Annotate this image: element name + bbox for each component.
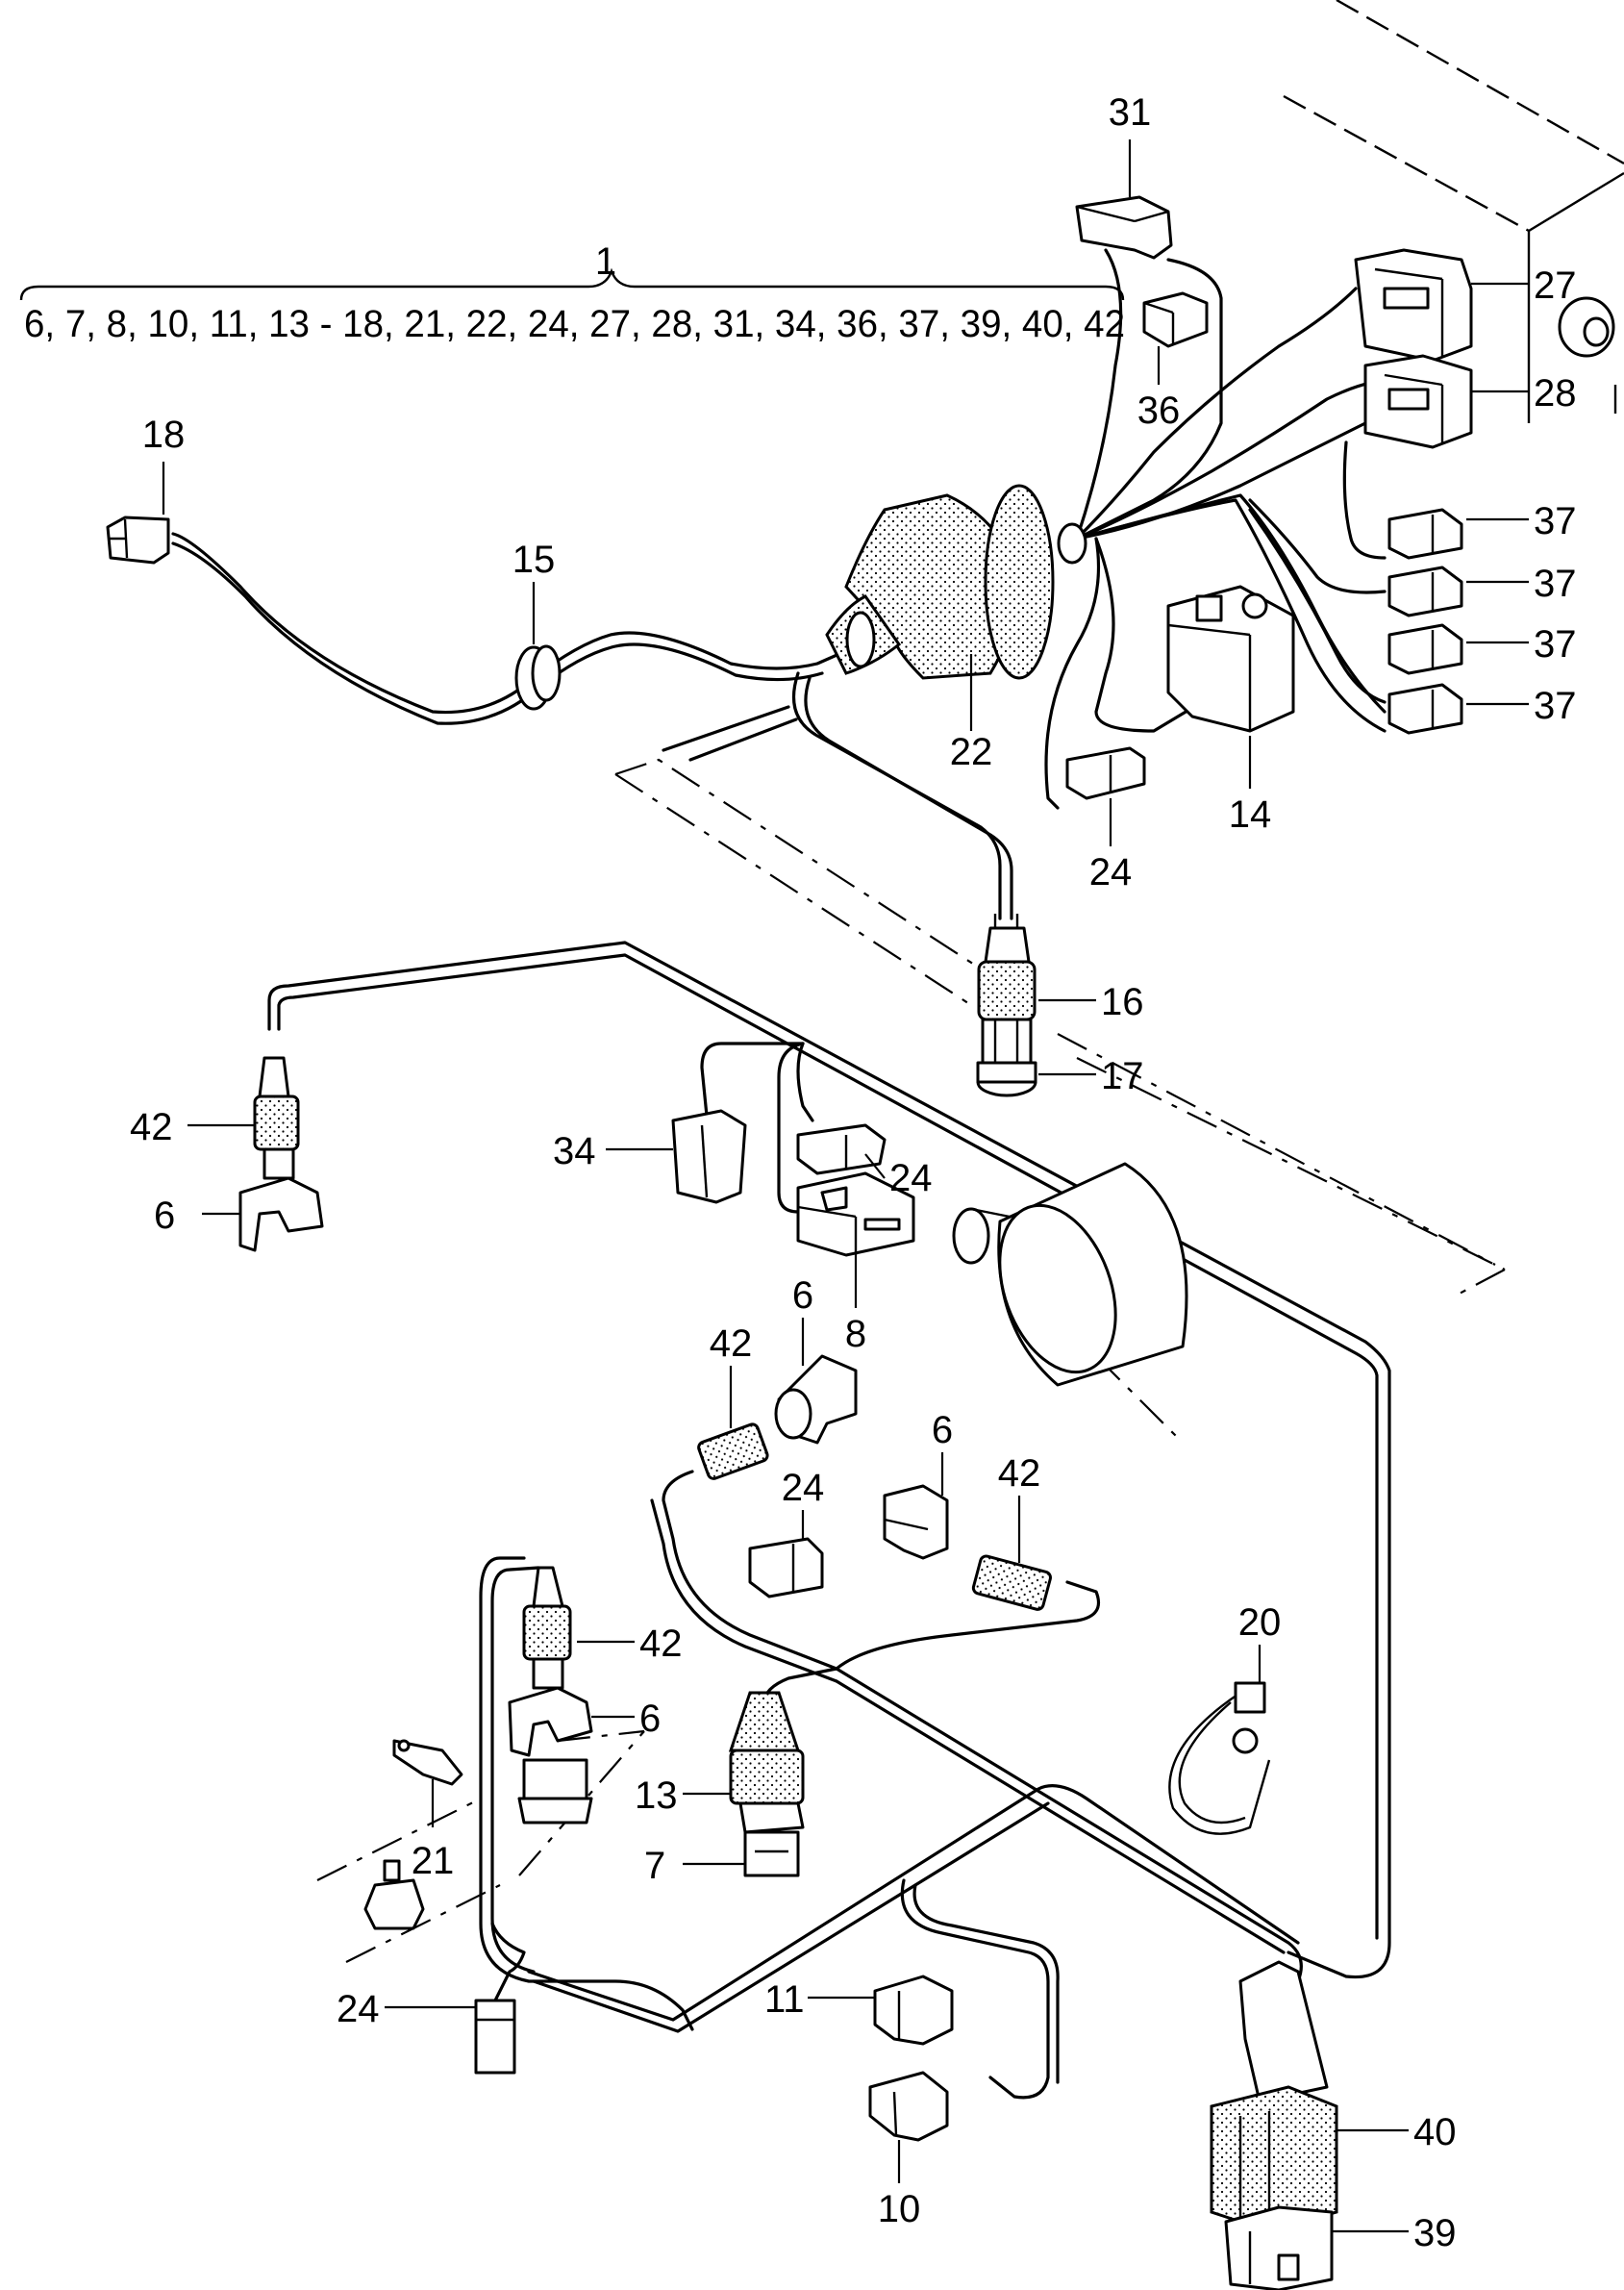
loose-cap-part	[1558, 296, 1615, 358]
callout-22: 22	[950, 731, 993, 773]
callout-13: 13	[635, 1774, 678, 1817]
part-39-connector	[1224, 2205, 1334, 2290]
callout-16: 16	[1101, 981, 1144, 1023]
part-21-nut	[363, 1859, 425, 1930]
part-40-connector	[1210, 1960, 1338, 2233]
part-31-connector	[1075, 195, 1173, 260]
part-24-connector-lower	[748, 1537, 824, 1598]
part-28-connector	[1363, 354, 1473, 449]
callout-6-upper-left: 6	[154, 1195, 175, 1237]
assembly-bracket	[19, 267, 1125, 301]
assembly-number-label: 1	[595, 240, 616, 283]
callout-21: 21	[412, 1840, 455, 1882]
callout-27: 27	[1534, 264, 1577, 307]
part-8-component	[796, 1171, 915, 1257]
part-6-sensor-middle	[774, 1354, 858, 1445]
callout-42-upper-left: 42	[130, 1106, 173, 1148]
part-34-connector	[671, 1109, 747, 1204]
part-13-connector	[728, 1691, 805, 1805]
callout-24-bottom-left: 24	[337, 1988, 380, 2030]
leader-lines	[162, 139, 1529, 2233]
part-15-grommet	[514, 644, 562, 711]
callout-17: 17	[1101, 1055, 1144, 1097]
reference-lines	[316, 758, 1506, 1963]
part-18-connector	[106, 516, 170, 565]
part-42-connector-upper-left	[253, 1056, 300, 1151]
callout-31: 31	[1109, 91, 1152, 134]
part-20-cable-clip	[1168, 1681, 1271, 1835]
part-24-connector-upper	[1065, 746, 1146, 800]
part-16-sensor	[977, 914, 1037, 1021]
callout-42-right: 42	[998, 1452, 1041, 1495]
part-27-connector	[1354, 248, 1473, 363]
callout-28: 28	[1534, 372, 1577, 415]
callout-39: 39	[1413, 2212, 1457, 2254]
assembly-contents-label: 6, 7, 8, 10, 11, 13 - 18, 21, 22, 24, 27…	[24, 303, 1125, 345]
callout-15: 15	[512, 539, 556, 581]
part-37-connector-4	[1387, 683, 1463, 735]
part-21-terminal	[392, 1739, 463, 1786]
callout-40: 40	[1413, 2111, 1457, 2153]
part-6-sensor-lower-left	[508, 1657, 593, 1824]
part-36-connector	[1142, 291, 1209, 348]
part-11-connector	[873, 1975, 954, 2046]
engine-housing-outline	[1283, 0, 1624, 423]
callout-6-right: 6	[932, 1409, 953, 1451]
callout-24-lower: 24	[782, 1467, 825, 1509]
callout-36: 36	[1137, 390, 1181, 432]
callout-labels: 1 6, 7, 8, 10, 11, 13 - 18, 21, 22, 24, …	[24, 91, 1577, 2254]
callout-20: 20	[1238, 1601, 1282, 1644]
callout-18: 18	[142, 414, 186, 456]
part-42-connector-middle	[697, 1422, 769, 1480]
ignition-coil	[952, 1162, 1188, 1387]
callout-14: 14	[1229, 793, 1272, 836]
callout-37-3: 37	[1534, 623, 1577, 666]
callout-6-lower-left: 6	[639, 1698, 661, 1740]
part-37-connector-3	[1387, 623, 1463, 675]
part-37-connector-1	[1387, 508, 1463, 560]
callout-37-1: 37	[1534, 500, 1577, 542]
part-24-connector-middle	[796, 1123, 887, 1175]
callout-42-middle: 42	[710, 1322, 753, 1365]
part-6-sensor-upper-left	[238, 1147, 324, 1252]
callout-7: 7	[644, 1845, 665, 1887]
part-22-grommet	[825, 484, 1087, 680]
callout-37-2: 37	[1534, 563, 1577, 605]
callout-8: 8	[845, 1313, 866, 1355]
part-37-connector-2	[1387, 566, 1463, 617]
callout-34: 34	[553, 1130, 596, 1172]
part-42-connector-right	[971, 1554, 1052, 1611]
callout-11: 11	[764, 1978, 805, 2021]
callout-24-middle: 24	[889, 1157, 933, 1199]
part-17-sensor-base	[976, 1018, 1037, 1097]
part-24-connector-bottom-left	[474, 1999, 516, 2075]
part-6-sensor-right	[883, 1484, 949, 1560]
part-7-connector	[738, 1801, 805, 1877]
part-10-connector	[868, 2071, 949, 2142]
callout-24-upper: 24	[1089, 851, 1133, 893]
callout-37-4: 37	[1534, 685, 1577, 727]
callout-10: 10	[878, 2188, 921, 2230]
callout-42-lower-left: 42	[639, 1623, 683, 1665]
part-14-connector	[1166, 585, 1295, 733]
part-42-connector-lower-left	[522, 1566, 572, 1661]
callout-6-middle: 6	[792, 1274, 813, 1317]
